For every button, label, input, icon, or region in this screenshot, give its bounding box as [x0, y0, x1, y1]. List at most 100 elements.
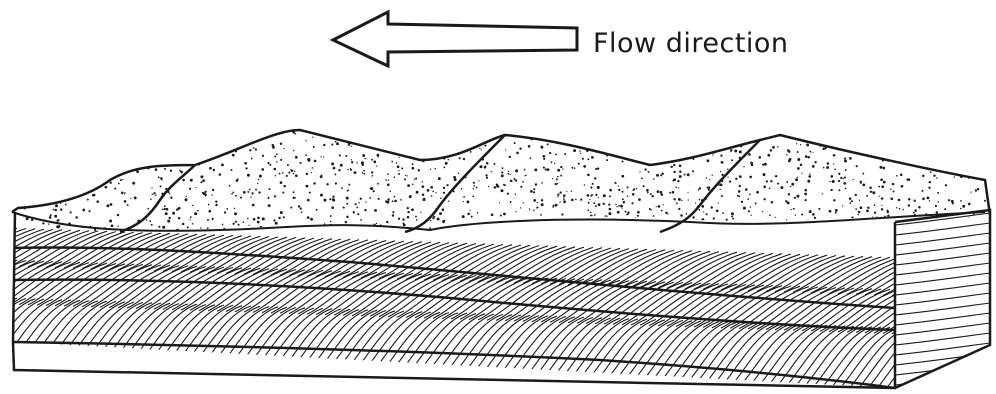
- sand-stipple: [223, 138, 225, 140]
- sand-stipple: [385, 179, 387, 181]
- sand-stipple: [812, 165, 815, 168]
- sand-stipple: [616, 137, 618, 139]
- sand-stipple: [899, 219, 901, 221]
- sand-stipple: [433, 216, 435, 218]
- sand-stipple: [440, 198, 442, 200]
- sand-stipple: [587, 209, 589, 211]
- sand-stipple: [662, 173, 664, 175]
- sand-stipple: [719, 189, 720, 190]
- sand-stipple: [797, 158, 800, 161]
- sand-stipple: [761, 133, 762, 134]
- sand-stipple: [267, 197, 269, 199]
- sand-stipple: [606, 132, 609, 135]
- cross-lamina: [46, 302, 116, 372]
- cross-lamina: [388, 313, 458, 383]
- sand-stipple: [637, 211, 640, 214]
- sand-stipple: [415, 178, 417, 180]
- sand-stipple: [387, 198, 390, 201]
- sand-stipple: [172, 212, 175, 215]
- sand-stipple: [788, 160, 790, 162]
- sand-stipple: [945, 184, 947, 186]
- sand-stipple: [960, 208, 962, 210]
- sand-stipple: [860, 206, 863, 209]
- sand-stipple: [355, 230, 357, 232]
- sand-stipple: [886, 224, 888, 226]
- sand-stipple: [53, 209, 55, 211]
- sand-stipple: [524, 175, 525, 176]
- sand-stipple: [667, 213, 668, 214]
- cross-lamina: [478, 316, 548, 386]
- sand-stipple: [96, 200, 99, 203]
- sand-stipple: [582, 158, 584, 160]
- sand-stipple: [529, 208, 530, 209]
- sand-stipple: [708, 150, 710, 152]
- sand-stipple: [389, 147, 392, 150]
- sand-stipple: [984, 166, 987, 169]
- sand-stipple: [621, 175, 624, 178]
- sand-stipple: [486, 162, 489, 165]
- sand-stipple: [977, 225, 979, 227]
- sand-stipple: [835, 209, 838, 212]
- sand-stipple: [711, 231, 714, 234]
- sand-stipple: [841, 227, 843, 229]
- sand-stipple: [862, 173, 864, 175]
- sand-stipple: [129, 132, 130, 133]
- sand-stipple: [153, 192, 155, 194]
- sand-stipple: [941, 158, 942, 159]
- sand-stipple: [10, 216, 13, 219]
- sand-stipple: [235, 195, 237, 197]
- sand-stipple: [114, 188, 116, 190]
- sand-stipple: [663, 204, 664, 205]
- sand-stipple: [574, 167, 576, 169]
- sand-stipple: [150, 199, 152, 201]
- sand-stipple: [358, 202, 359, 203]
- sand-stipple: [826, 166, 829, 169]
- sand-stipple: [484, 145, 486, 147]
- sand-stipple: [294, 126, 297, 129]
- sand-stipple: [829, 210, 832, 213]
- sand-stipple: [929, 158, 931, 160]
- sand-stipple: [712, 175, 713, 176]
- sand-stipple: [44, 170, 46, 172]
- sand-stipple: [412, 125, 414, 127]
- sand-stipple: [18, 126, 20, 128]
- sand-stipple: [801, 173, 802, 174]
- sand-stipple: [661, 210, 663, 212]
- sand-stipple: [756, 191, 759, 194]
- sand-stipple: [182, 223, 184, 225]
- sand-stipple: [546, 124, 548, 126]
- sand-stipple: [961, 146, 963, 148]
- sand-stipple: [827, 162, 830, 165]
- sand-stipple: [775, 131, 777, 133]
- sand-stipple: [96, 149, 98, 151]
- sand-stipple: [890, 197, 893, 200]
- sand-stipple: [496, 183, 498, 185]
- side-lamina: [895, 373, 990, 385]
- sand-stipple: [530, 157, 532, 159]
- sand-stipple: [491, 171, 492, 172]
- sand-stipple: [430, 186, 433, 189]
- sand-stipple: [947, 151, 949, 153]
- sand-stipple: [486, 177, 488, 179]
- sand-stipple: [714, 225, 717, 228]
- sand-stipple: [224, 211, 226, 213]
- sand-stipple: [467, 213, 470, 216]
- cross-lamina: [226, 308, 296, 378]
- sand-stipple: [415, 150, 418, 153]
- sand-stipple: [459, 157, 461, 159]
- cross-lamina: [532, 318, 602, 388]
- sand-stipple: [488, 186, 489, 187]
- sand-stipple: [713, 217, 715, 219]
- sand-stipple: [859, 200, 860, 201]
- sand-stipple: [165, 149, 168, 152]
- sand-stipple: [862, 226, 864, 228]
- sand-stipple: [692, 226, 695, 229]
- sand-stipple: [887, 209, 889, 211]
- sand-stipple: [34, 175, 36, 177]
- sand-stipple: [569, 142, 571, 144]
- sand-stipple: [47, 155, 48, 156]
- side-lamina: [895, 253, 990, 265]
- sand-stipple: [766, 180, 768, 182]
- sand-stipple: [66, 166, 68, 168]
- sand-stipple: [445, 141, 448, 144]
